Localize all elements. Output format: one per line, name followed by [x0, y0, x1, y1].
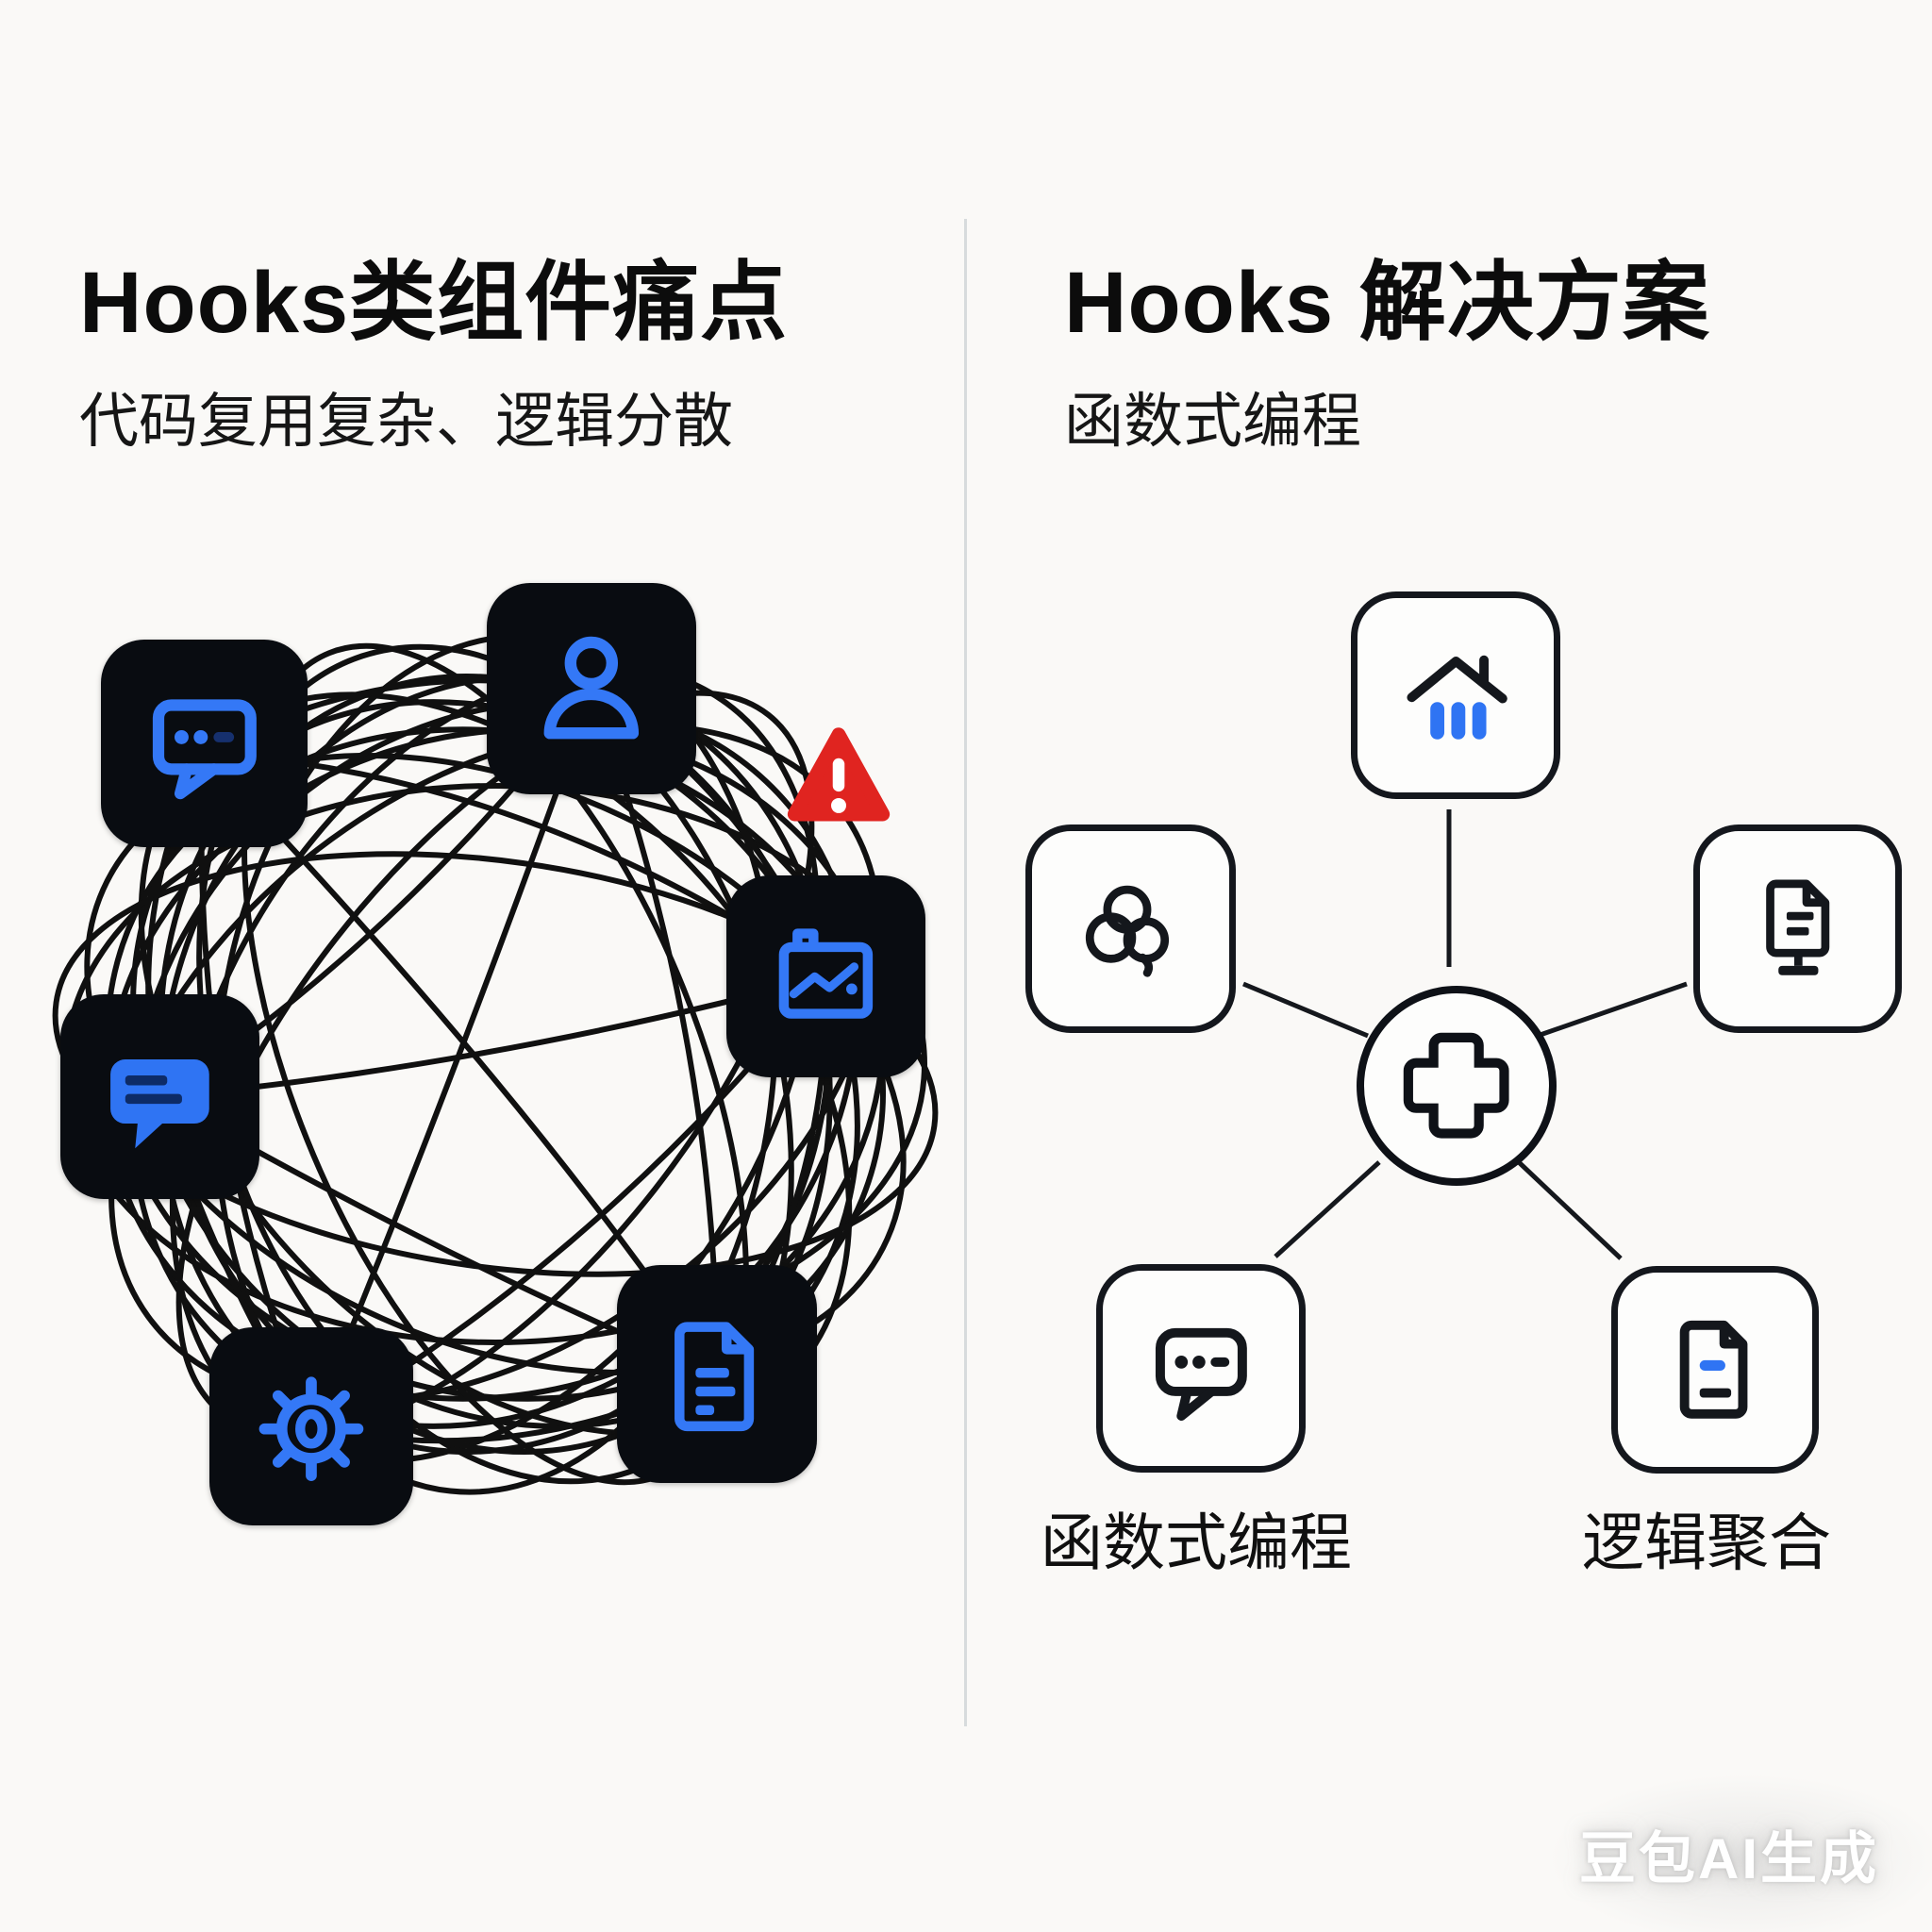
warning-badge: [781, 722, 896, 829]
document-lines-icon: [675, 1322, 755, 1431]
home-bars-icon: [1407, 655, 1507, 740]
document-monitor-icon: [1766, 879, 1830, 976]
solution-node-doc-monitor: [1693, 824, 1902, 1033]
watermark-glow: [1547, 1774, 1932, 1932]
solution-node-community: [1025, 824, 1236, 1033]
pain-node-user: [487, 583, 696, 794]
pain-node-settings: [209, 1327, 413, 1525]
chat-bubble-filled-icon: [110, 1059, 209, 1149]
pain-node-media: [726, 875, 925, 1077]
pain-node-chat: [101, 640, 308, 847]
pain-node-document: [617, 1265, 817, 1483]
watermark-text: 豆包AI生成: [1579, 1827, 1879, 1890]
chat-bubble-dots-icon: [152, 699, 257, 800]
gear-icon: [258, 1376, 364, 1481]
solution-node-doc: [1611, 1266, 1819, 1474]
hub-spoke-lines: [1242, 809, 1688, 1260]
label-functional-programming: 函数式编程: [1041, 1507, 1352, 1577]
people-cloud-icon: [1085, 886, 1169, 978]
solution-node-chat: [1096, 1264, 1306, 1473]
left-panel-subtitle: 代码复用复杂、逻辑分散: [79, 389, 733, 455]
image-chart-icon: [778, 927, 874, 1019]
label-logic-aggregation: 逻辑聚合: [1582, 1507, 1831, 1577]
chat-bubble-outline-icon: [1155, 1328, 1247, 1422]
document-dash-icon: [1679, 1321, 1748, 1419]
solution-node-home: [1351, 591, 1560, 799]
left-panel-title: Hooks类组件痛点: [79, 255, 789, 351]
right-panel-subtitle: 函数式编程: [1064, 389, 1361, 455]
right-panel-title: Hooks 解决方案: [1064, 255, 1710, 351]
pain-node-message: [60, 994, 259, 1199]
panel-divider: [964, 219, 967, 1726]
warning-triangle-icon: [787, 727, 891, 822]
person-icon: [543, 636, 640, 739]
plus-icon: [1404, 1033, 1509, 1139]
solution-hub: [1357, 986, 1557, 1186]
